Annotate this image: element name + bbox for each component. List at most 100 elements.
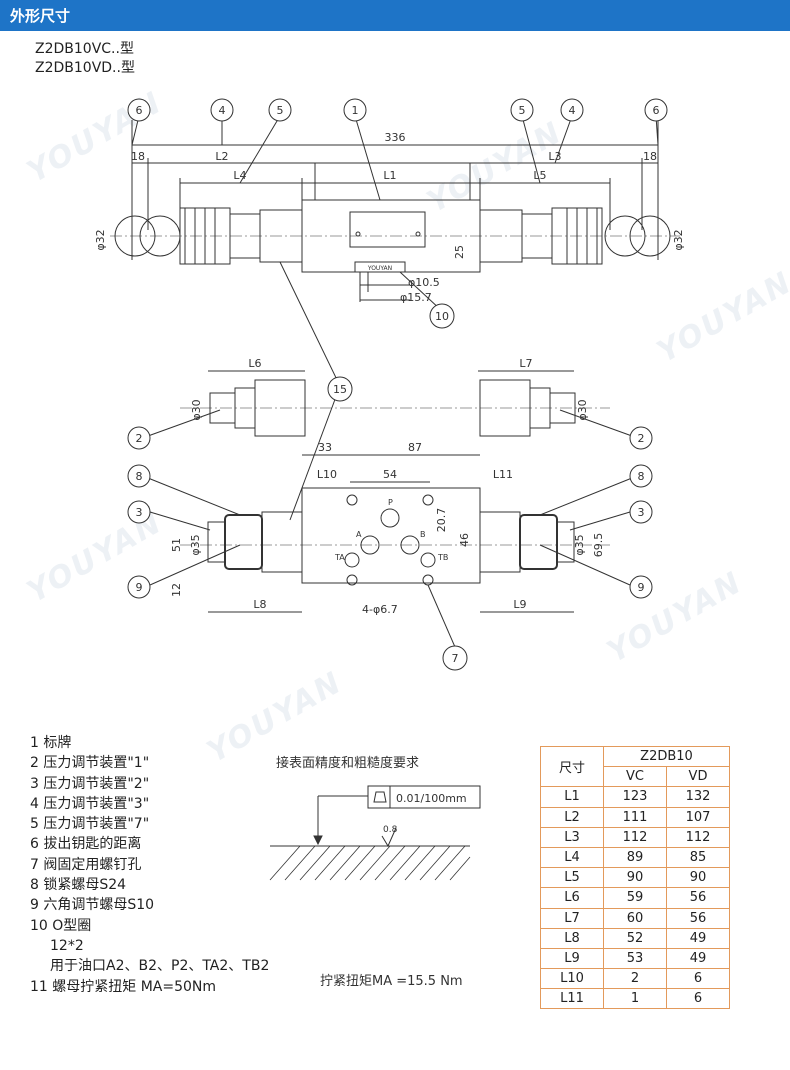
dim-l3: L3 (548, 150, 561, 163)
model-label-vd: Z2DB10VD..型 (35, 60, 135, 76)
table-cell: 1 (603, 988, 667, 1010)
dimension-drawing: 336 18 18 L2 L3 L4 L1 L5 YOUYAN φ32 φ32 (94, 98, 685, 671)
table-cell: L1 (540, 786, 604, 808)
table-cell: 56 (666, 887, 730, 909)
table-cell: 112 (603, 826, 667, 848)
table-cell: L9 (540, 947, 604, 970)
table-cell: L3 (540, 826, 604, 848)
table-cell: 52 (603, 927, 667, 949)
dim-l10: L10 (317, 468, 337, 481)
nameplate-text: YOUYAN (367, 265, 392, 272)
legend-item: 10 O型圈 (30, 917, 92, 934)
callouts: 6 4 5 1 5 4 6 10 15 2 2 8 8 (127, 98, 668, 671)
legend-item: 3 压力调节装置"2" (30, 775, 150, 792)
table-cell: 2 (603, 968, 667, 990)
dim-l7: L7 (519, 357, 532, 370)
dim-l8: L8 (253, 598, 266, 611)
table-cell: 107 (666, 806, 730, 828)
dim-l2: L2 (215, 150, 228, 163)
legend-item: 6 拔出钥匙的距离 (30, 836, 142, 853)
legend-item: 5 压力调节装置"7" (30, 816, 150, 833)
table-cell: 49 (666, 927, 730, 949)
dim-l4: L4 (233, 169, 246, 182)
dim-l1: L1 (383, 169, 396, 182)
dim-46: 46 (458, 533, 471, 547)
callout-9-left: 9 (136, 581, 143, 594)
dim-54: 54 (383, 468, 397, 481)
table-cell: 111 (603, 806, 667, 828)
dim-18-left: 18 (131, 150, 145, 163)
dim-18-right: 18 (643, 150, 657, 163)
dim-l6: L6 (248, 357, 261, 370)
table-cell: 132 (666, 786, 730, 808)
section-title: 外形尺寸 (10, 7, 71, 25)
table-cell: 90 (666, 867, 730, 889)
dim-d30-left: φ30 (190, 399, 203, 420)
roughness-value: 0.8 (383, 825, 398, 835)
callout-5-left: 5 (277, 104, 284, 117)
legend-item: 4 压力调节装置"3" (30, 795, 150, 812)
legend-item: 用于油口A2、B2、P2、TA2、TB2 (50, 958, 270, 975)
table-header-label: 尺寸 (540, 745, 604, 788)
table-cell: L10 (540, 968, 604, 990)
callout-2-right: 2 (638, 432, 645, 445)
port-ta: TA (334, 553, 345, 562)
table-cell: L4 (540, 846, 604, 869)
middle-view: L6 L7 φ30 φ30 (180, 357, 610, 437)
callout-8-left: 8 (136, 470, 143, 483)
callout-6-right: 6 (653, 104, 660, 117)
bottom-view: 33 87 54 L10 L11 A B P TA TB 20.7 46 4-φ… (170, 441, 610, 616)
table-cell: 59 (603, 887, 667, 909)
table-cell: 85 (666, 846, 730, 869)
callout-1: 1 (352, 104, 359, 117)
table-cell: L7 (540, 907, 604, 929)
port-p: P (388, 498, 393, 507)
callout-5-right: 5 (519, 104, 526, 117)
table-cell: 123 (603, 786, 667, 808)
callout-8-right: 8 (638, 470, 645, 483)
table-cell: L8 (540, 927, 604, 949)
callout-7: 7 (452, 652, 459, 665)
callout-4-right: 4 (569, 104, 576, 117)
legend-item: 8 锁紧螺母S24 (30, 877, 127, 894)
callout-15: 15 (333, 383, 347, 396)
table-cell: 89 (603, 846, 667, 869)
dim-holes: 4-φ6.7 (362, 603, 398, 616)
dim-12: 12 (170, 583, 183, 597)
dim-d10: φ10.5 (408, 276, 440, 289)
table-cell: 6 (666, 968, 730, 990)
torque-note: 拧紧扭矩MA =15.5 Nm (320, 974, 463, 989)
table-header-vd: VD (666, 766, 730, 788)
table-cell: 60 (603, 907, 667, 929)
legend-item: 11 螺母拧紧扭矩 MA=50Nm (30, 978, 217, 995)
dim-695: 69.5 (592, 533, 605, 558)
surface-title: 接表面精度和粗糙度要求 (276, 756, 420, 771)
callout-3-left: 3 (136, 506, 143, 519)
top-view: 336 18 18 L2 L3 L4 L1 L5 YOUYAN φ32 φ32 (94, 120, 685, 304)
dim-87: 87 (408, 441, 422, 454)
dim-25: 25 (453, 245, 466, 259)
table-cell: 6 (666, 988, 730, 1010)
callout-3-right: 3 (638, 506, 645, 519)
legend-item: 9 六角调节螺母S10 (30, 897, 155, 914)
legend-list: 1 标牌 2 压力调节装置"1" 3 压力调节装置"2" 4 压力调节装置"3"… (30, 733, 269, 997)
table-cell: 90 (603, 867, 667, 889)
dim-d32-right: φ32 (672, 229, 685, 250)
table-cell: L11 (540, 988, 604, 1010)
dim-207: 20.7 (435, 508, 448, 533)
callout-10: 10 (435, 310, 449, 323)
callout-4-left: 4 (219, 104, 226, 117)
dim-l9: L9 (513, 598, 526, 611)
table-header-group: Z2DB10 (603, 745, 730, 768)
table-cell: 112 (666, 826, 730, 848)
